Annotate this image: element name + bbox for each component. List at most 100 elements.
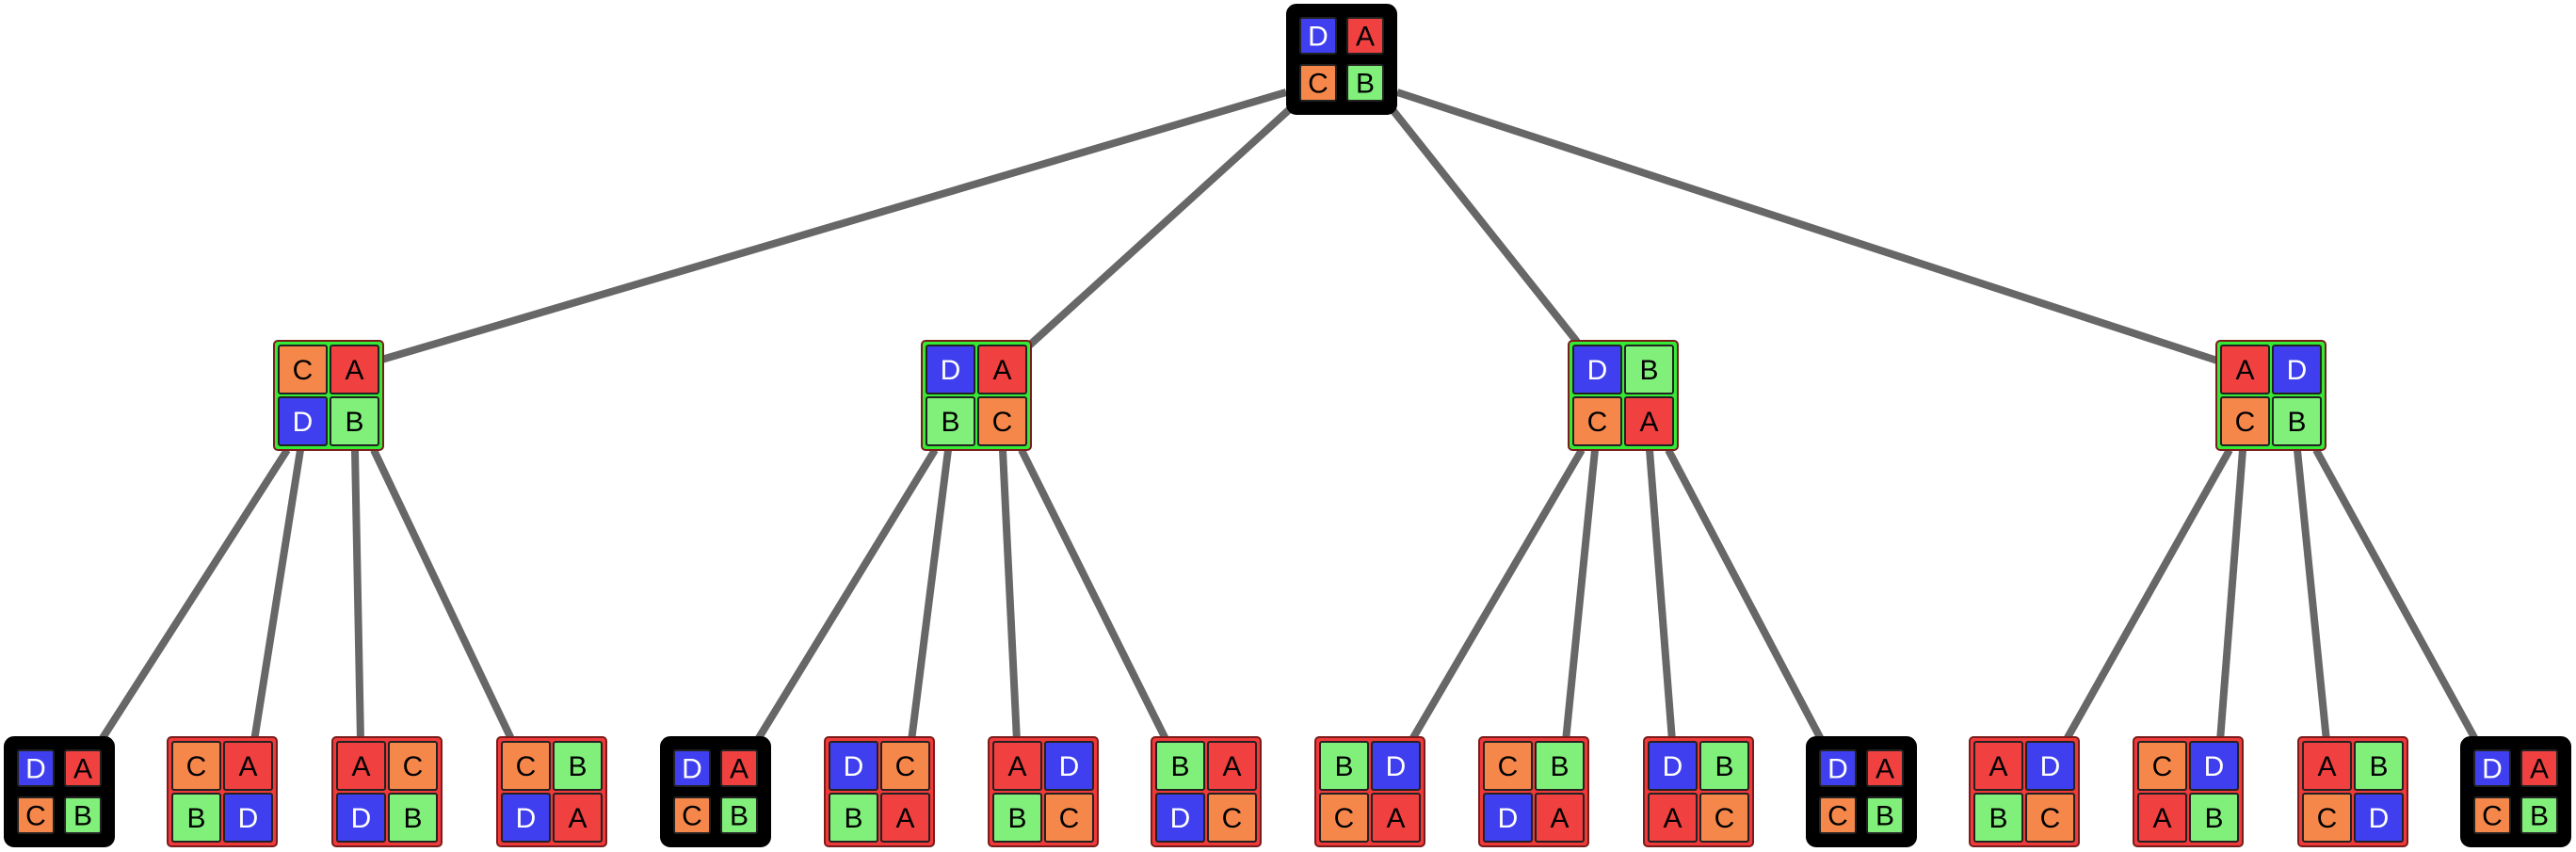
edge-root-to-l1-4 [1395,88,2219,364]
piece-label: B [2287,407,2306,438]
piece-b [829,793,878,843]
edge-l1-4-to-l2-4 [2312,448,2480,743]
piece-c [278,345,328,394]
piece-label: A [1988,751,2007,782]
piece-d [1572,345,1622,394]
piece-label: A [1639,407,1658,438]
piece-c [2137,741,2187,791]
piece-label: B [730,801,749,832]
piece-b [2354,741,2404,791]
piece-d [1648,741,1698,791]
piece-d [2473,749,2511,787]
piece-label: B [2369,751,2388,782]
piece-label: D [2369,803,2390,834]
piece-a [2520,749,2558,787]
piece-label: D [25,754,46,785]
piece-d [336,793,386,843]
piece-label: D [516,803,537,834]
piece-a [2302,741,2352,791]
piece-a [977,345,1027,394]
piece-label: C [1308,69,1328,100]
piece-label: D [1827,754,1848,785]
piece-a [1535,793,1585,843]
piece-b [1346,64,1384,102]
piece-c [1699,793,1749,843]
piece-label: A [568,803,587,834]
piece-b [64,796,102,834]
piece-c [1483,741,1533,791]
piece-a [1624,396,1674,446]
piece-c [2473,796,2511,834]
piece-label: A [1663,803,1682,834]
piece-label: D [2040,751,2061,782]
edge-root-to-l1-1 [377,88,1288,364]
edge-root-to-l1-2 [1025,104,1295,349]
piece-a [336,741,386,791]
piece-label: A [1222,751,1241,782]
piece-b [330,396,379,446]
edges-layer [97,88,2480,744]
piece-label: C [895,751,916,782]
piece-label: C [2317,803,2338,834]
piece-label: C [1222,803,1243,834]
piece-label: C [2235,407,2256,438]
piece-c [1207,793,1257,843]
piece-label: D [1663,751,1683,782]
piece-label: A [2530,754,2549,785]
piece-c [673,796,711,834]
piece-label: D [2204,751,2225,782]
piece-label: B [1988,803,2007,834]
piece-label: B [1007,803,1026,834]
piece-b [720,796,758,834]
piece-label: B [186,803,205,834]
edge-l1-3-to-l2-1 [1408,447,1586,744]
edge-l1-4-to-l2-2 [2216,449,2246,742]
piece-label: A [351,751,370,782]
piece-b [2520,796,2558,834]
piece-label: B [1715,751,1733,782]
piece-label: A [1356,22,1375,53]
piece-b [1535,741,1585,791]
edge-l1-1-to-l2-2 [250,449,304,742]
piece-label: C [403,751,424,782]
piece-b [388,793,438,843]
piece-label: B [1170,751,1189,782]
piece-label: B [1550,751,1569,782]
piece-c [2220,396,2270,446]
piece-d [2025,741,2075,791]
piece-d [1155,793,1205,843]
piece-b [926,396,975,446]
piece-a [1346,17,1384,55]
piece-c [880,741,930,791]
piece-a [1207,741,1257,791]
piece-d [223,793,273,843]
piece-c [2025,793,2075,843]
piece-d [1819,749,1857,787]
piece-label: A [238,751,257,782]
piece-d [501,793,551,843]
piece-label: A [2235,355,2254,386]
piece-label: C [1498,751,1519,782]
piece-c [2302,793,2352,843]
piece-label: C [1827,801,1848,832]
piece-label: B [1639,355,1658,386]
edge-l1-4-to-l2-1 [2062,448,2233,743]
piece-label: C [1059,803,1080,834]
piece-d [2272,345,2322,394]
piece-label: B [568,751,587,782]
piece-label: B [1876,801,1894,832]
piece-label: D [1308,22,1328,53]
piece-label: D [2482,754,2503,785]
piece-label: A [1007,751,1026,782]
